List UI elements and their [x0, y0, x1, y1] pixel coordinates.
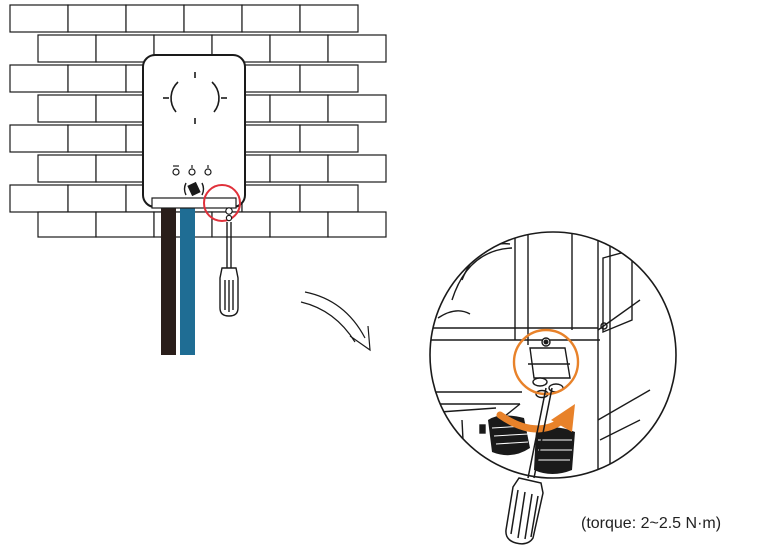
rotation-arrow-icon: [496, 404, 575, 433]
zoomed-detail-view: [429, 231, 677, 479]
led-indicator-icon: [172, 165, 212, 176]
screwdriver-large-icon: [505, 387, 553, 545]
status-ring-icon: [163, 72, 227, 124]
screw-highlight-circle-zoomed: [512, 328, 580, 396]
blue-cable: [180, 203, 195, 355]
black-cable: [161, 203, 176, 355]
curved-arrow: [300, 291, 371, 352]
screwdriver-icon: [219, 222, 239, 317]
torque-caption: (torque: 2~2.5 N·m): [581, 515, 722, 532]
screw-icon: [225, 207, 233, 222]
rfid-card-icon: [183, 181, 205, 197]
screw-highlight-circle: [203, 184, 241, 222]
wall-box-device: [142, 54, 246, 209]
